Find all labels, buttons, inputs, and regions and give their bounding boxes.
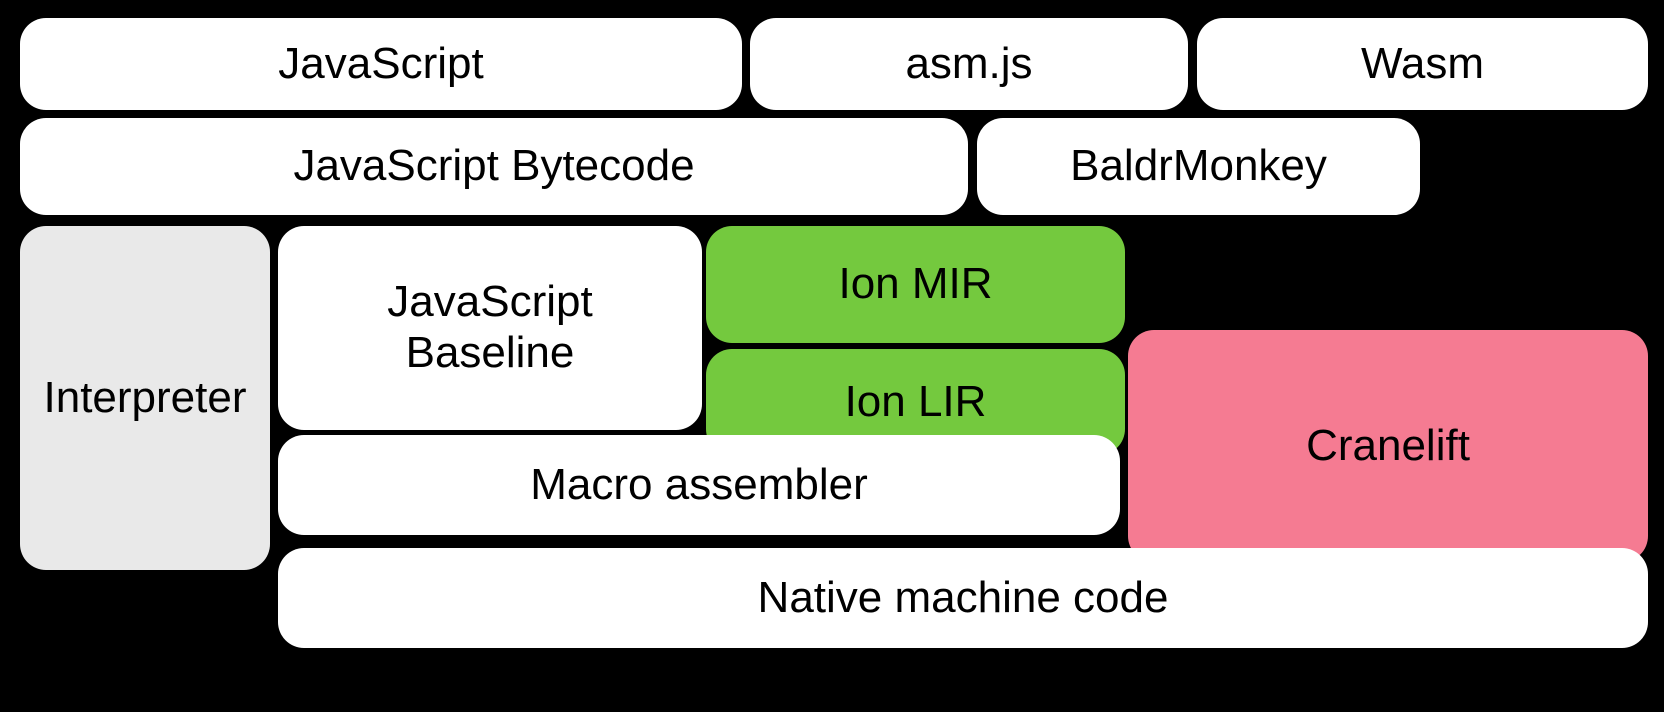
node-javascript[interactable]: JavaScript [20,18,742,110]
node-javascript-baseline[interactable]: JavaScript Baseline [278,226,702,430]
node-javascript-bytecode[interactable]: JavaScript Bytecode [20,118,968,215]
node-interpreter[interactable]: Interpreter [20,226,270,570]
node-asm-js[interactable]: asm.js [750,18,1188,110]
node-ion-mir[interactable]: Ion MIR [706,226,1125,343]
node-wasm[interactable]: Wasm [1197,18,1648,110]
node-macro-assembler[interactable]: Macro assembler [278,435,1120,535]
node-native-machine-code[interactable]: Native machine code [278,548,1648,648]
node-cranelift[interactable]: Cranelift [1128,330,1648,562]
node-baldrmonkey[interactable]: BaldrMonkey [977,118,1420,215]
